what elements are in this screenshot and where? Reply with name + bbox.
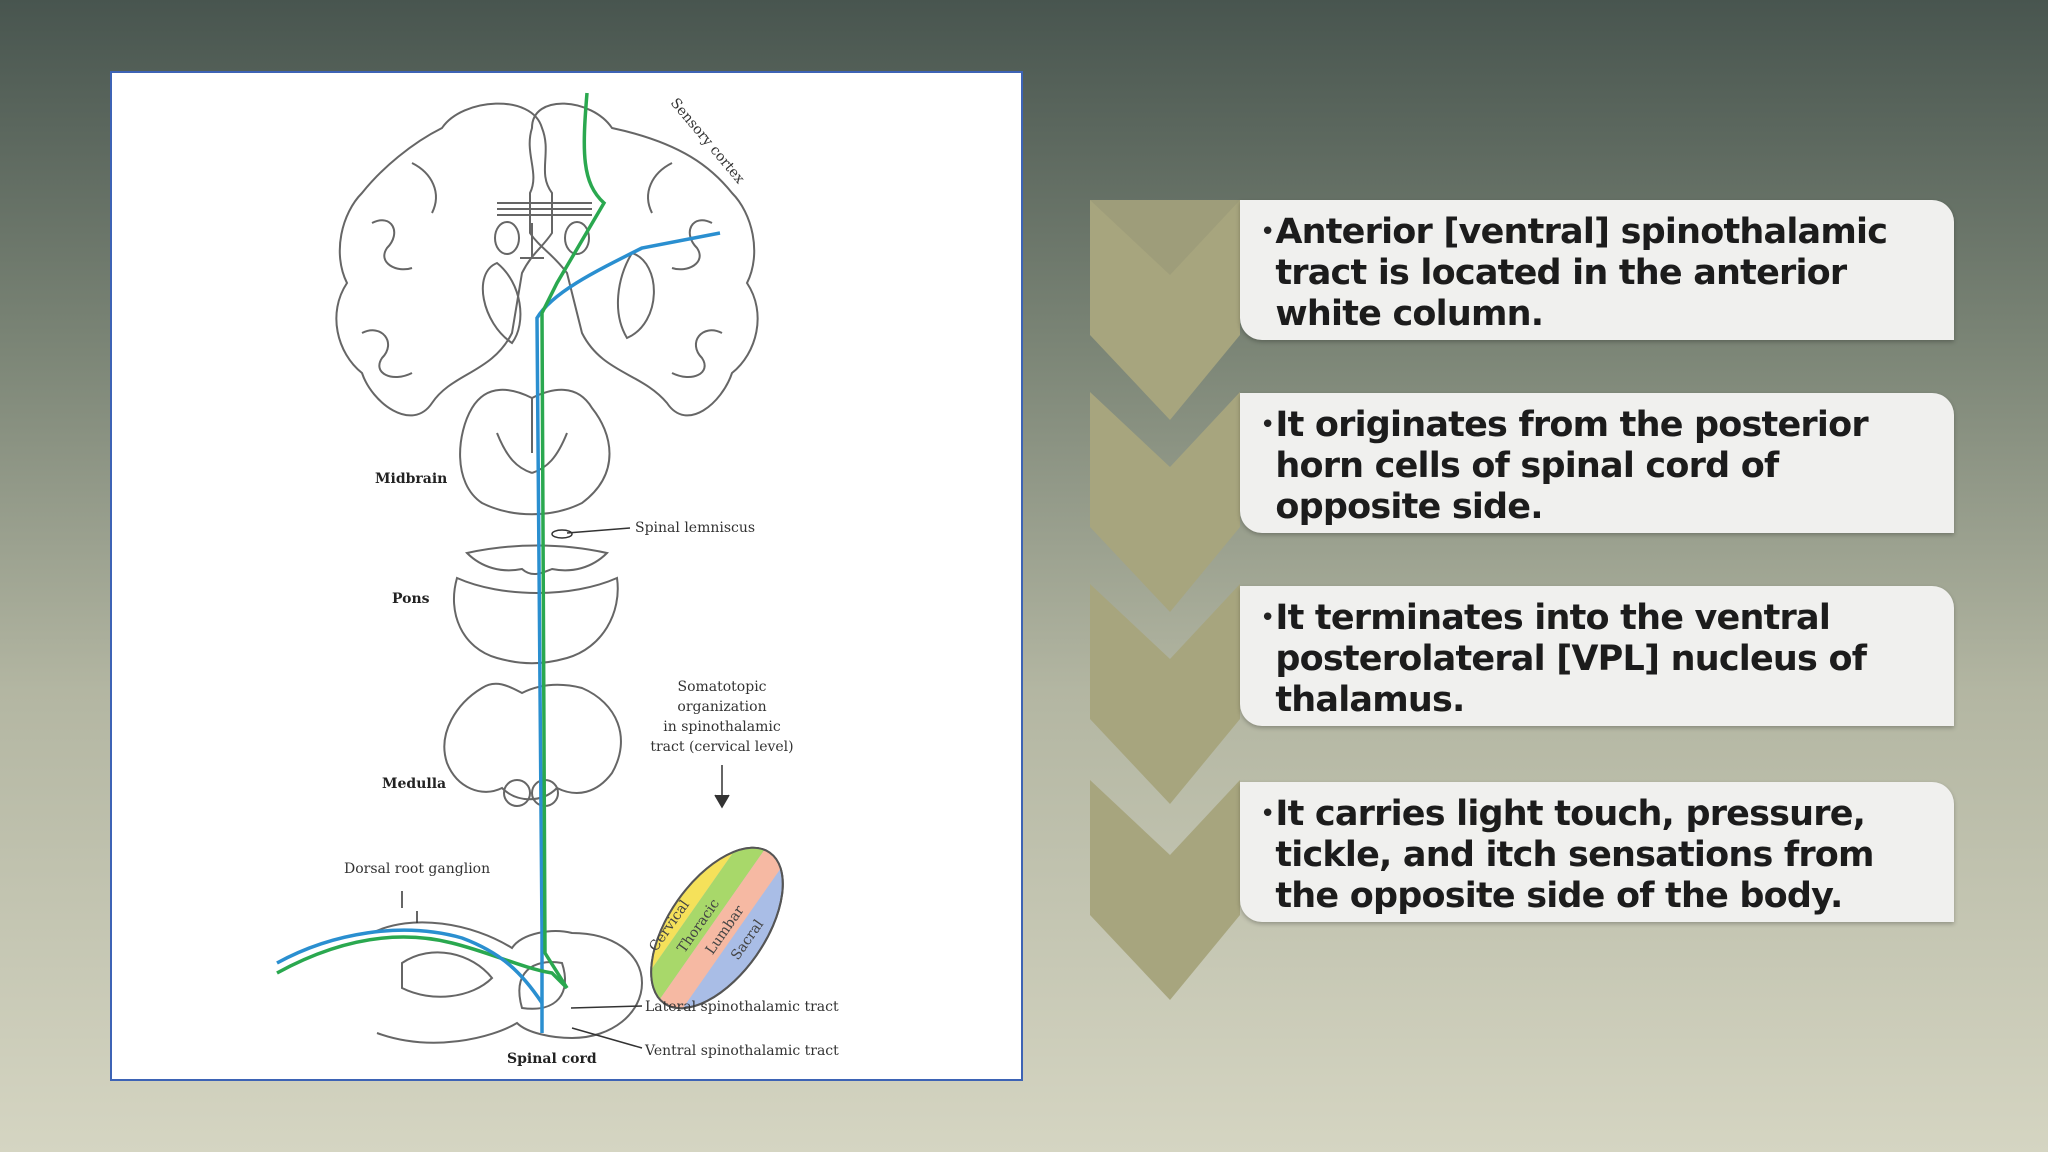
callout-2-text: It originates from the posterior horn ce… [1275,405,1868,527]
thalamus-left [481,261,522,345]
pons-upper [465,544,609,576]
label-dorsal-root-ganglion: Dorsal root ganglion [344,861,490,877]
dorsal-root-green [276,935,569,990]
ventral-spinothalamic-tract [535,231,721,1033]
label-spinal-cord: Spinal cord [507,1051,597,1067]
callout-3-text: It terminates into the ventral posterola… [1275,598,1867,720]
midbrain-outline [459,388,611,516]
label-somatotopic-4: tract (cervical level) [650,739,793,755]
label-somatotopic-3: in spinothalamic [663,719,781,735]
cerebrum-left-outline [335,102,553,417]
label-medulla: Medulla [382,776,446,792]
callout-1: •Anterior [ventral] spinothalamic tract … [1240,200,1954,340]
bullet-icon: • [1260,410,1276,440]
label-sensory-cortex: Sensory cortex [667,95,748,187]
corpus-callosum [497,202,592,216]
callout-1-text: Anterior [ventral] spinothalamic tract i… [1275,212,1888,334]
chevron-2 [1090,392,1240,612]
label-pons: Pons [392,591,430,607]
bullet-icon: • [1260,603,1276,633]
callout-2: •It originates from the posterior horn c… [1240,393,1954,533]
callout-3: •It terminates into the ventral posterol… [1240,586,1954,726]
medulla-outline [443,682,622,801]
thalamus-right [616,251,655,340]
lateral-spinothalamic-tract [540,92,607,989]
callout-4-text: It carries light touch, pressure, tickle… [1275,794,1874,916]
chevron-1 [1090,200,1240,420]
label-somatotopic-2: organization [677,699,766,715]
diagram-panel: Cervical Thoracic Lumbar Sacral Sensory … [110,71,1023,1081]
callout-4: •It carries light touch, pressure, tickl… [1240,782,1954,922]
spinothalamic-tract-diagram: Cervical Thoracic Lumbar Sacral Sensory … [276,92,839,1067]
bullet-icon: • [1260,799,1276,829]
spinal-cord-outline [371,921,644,1044]
label-somatotopic-1: Somatotopic [677,679,766,695]
label-lateral-tract: Lateral spinothalamic tract [645,999,839,1015]
chevron-4 [1090,780,1240,1000]
lateral-leader [570,1005,643,1009]
label-ventral-tract: Ventral spinothalamic tract [644,1043,839,1059]
bullet-icon: • [1260,217,1276,247]
label-spinal-lemniscus: Spinal lemniscus [635,520,755,536]
lemniscus-leader [566,527,631,534]
label-midbrain: Midbrain [375,471,447,487]
chevron-3 [1090,584,1240,804]
cerebrum-right-outline [528,102,759,417]
pons-lower [452,576,619,665]
ventral-leader [571,1027,643,1049]
dorsal-root-blue [276,928,544,1004]
